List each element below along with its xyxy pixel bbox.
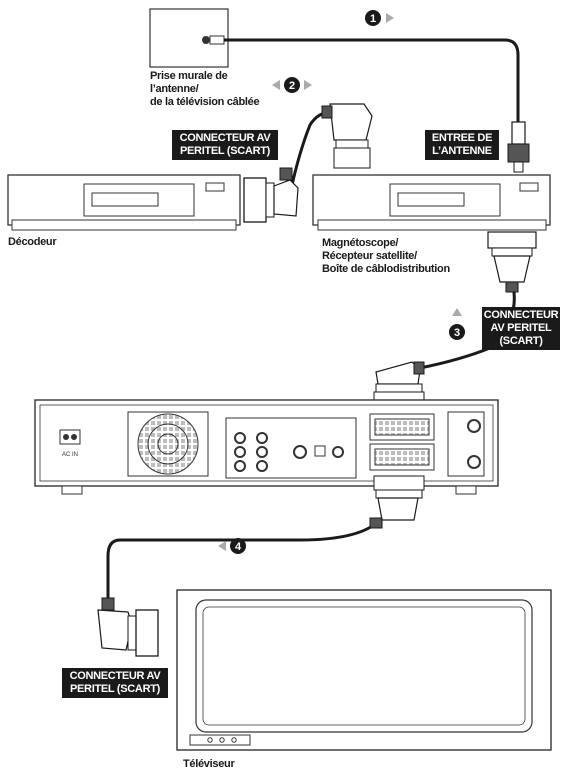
- scart-label-bottom: CONNECTEUR AV PERITEL (SCART): [62, 668, 168, 698]
- recorder-rear-panel: [34, 399, 499, 495]
- scart-plug-2b: [321, 103, 373, 169]
- decoder-label: Décodeur: [8, 236, 57, 248]
- scart-label-top: CONNECTEUR AV PERITEL (SCART): [172, 130, 278, 160]
- wall-outlet-label: Prise murale de l’antenne/ de la télévis…: [150, 70, 260, 108]
- step-4-marker: 4: [218, 538, 246, 554]
- vcr-device: [312, 174, 551, 231]
- antenna-input-label: ENTREE DE L’ANTENNE: [425, 130, 499, 160]
- wall-outlet: [149, 8, 229, 68]
- step-2-marker: 2: [272, 77, 312, 93]
- scart-plug-4b: [97, 597, 159, 657]
- decoder-device: [7, 174, 241, 231]
- scart-plug-4a: [369, 475, 425, 529]
- tv-label: Téléviseur: [183, 758, 235, 770]
- svg-text:1: 1: [370, 13, 376, 25]
- svg-text:2: 2: [289, 80, 295, 92]
- antenna-plug: [507, 121, 530, 173]
- step-1-marker: 1: [365, 10, 394, 26]
- svg-text:4: 4: [235, 541, 242, 553]
- scart-plug-3a: [487, 231, 537, 293]
- antenna-cable: [224, 38, 520, 125]
- step-3-marker: 3: [449, 308, 465, 340]
- scart-cable-2: [290, 110, 333, 186]
- scart-label-right: CONNECTEUR AV PERITEL (SCART): [482, 307, 560, 350]
- vcr-label: Magnétoscope/ Récepteur satellite/ Boîte…: [322, 237, 450, 275]
- ac-in-label: AC IN: [62, 452, 78, 458]
- scart-cable-4: [106, 518, 382, 600]
- scart-plug-2a: [243, 167, 299, 223]
- svg-text:3: 3: [454, 327, 460, 339]
- television: [176, 589, 552, 751]
